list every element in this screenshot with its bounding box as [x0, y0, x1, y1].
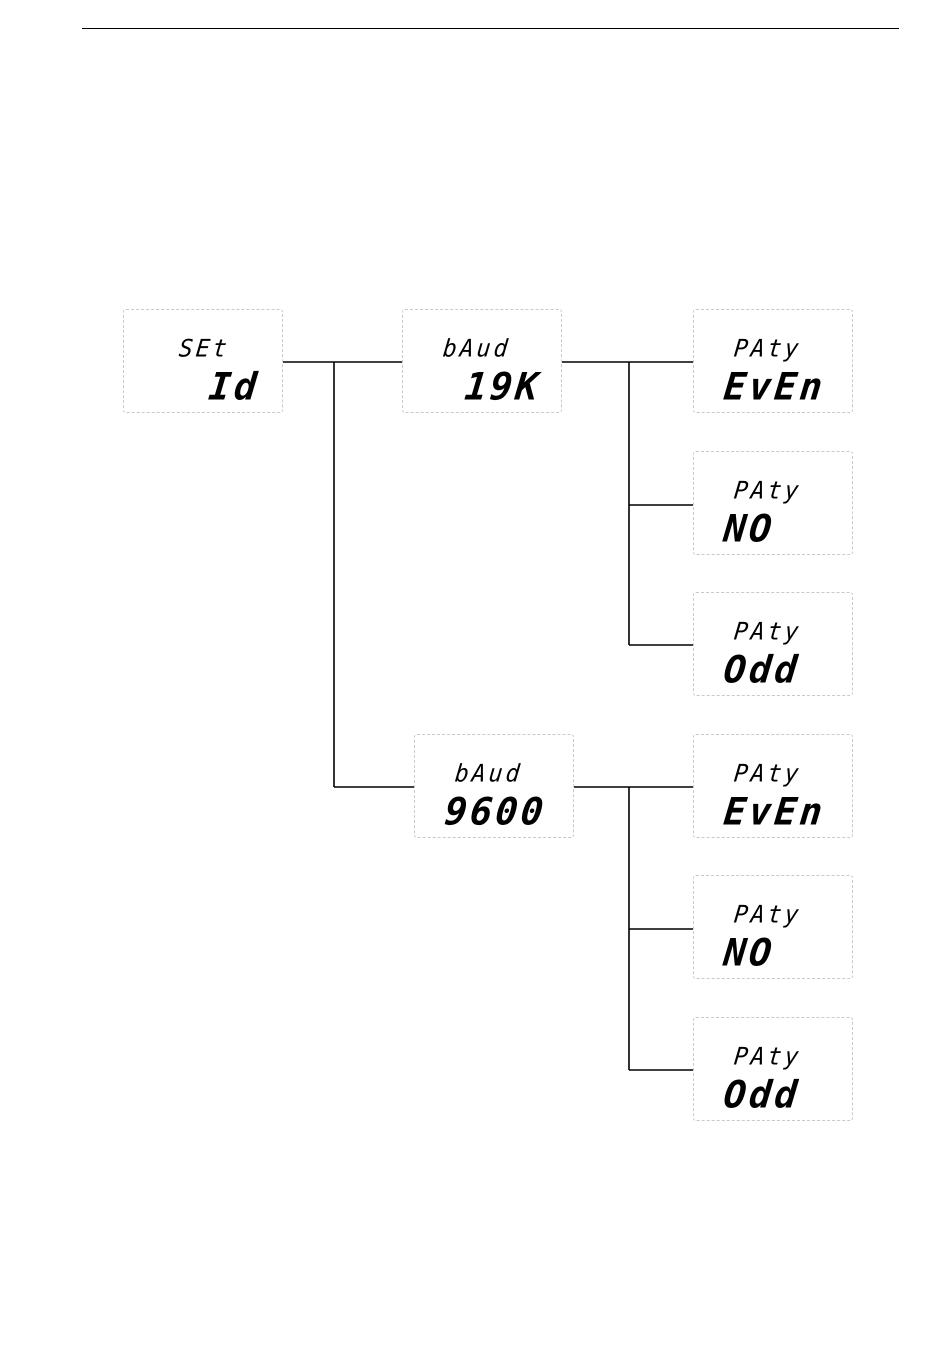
lcd-node-parity-even: PAty EvEn	[693, 309, 853, 413]
lcd-line1: PAty	[733, 479, 803, 503]
lcd-line1: bAud	[442, 337, 512, 361]
lcd-node-parity-even: PAty EvEn	[693, 734, 853, 838]
lcd-line2: Odd	[722, 1076, 802, 1114]
lcd-line2: EvEn	[722, 368, 827, 406]
lcd-line1: bAud	[454, 762, 524, 786]
lcd-line2: 9600	[443, 793, 548, 831]
lcd-line2: EvEn	[722, 793, 827, 831]
lcd-line1: SEt	[178, 337, 231, 361]
lcd-line1: PAty	[733, 903, 803, 927]
lcd-node-set-id: SEt Id	[123, 309, 283, 413]
lcd-line1: PAty	[733, 762, 803, 786]
lcd-line2: Odd	[722, 651, 802, 689]
lcd-line2: Id	[207, 368, 262, 406]
lcd-node-parity-odd: PAty Odd	[693, 1017, 853, 1121]
lcd-node-parity-odd: PAty Odd	[693, 592, 853, 696]
lcd-line2: NO	[722, 510, 777, 548]
lcd-node-baud-19k: bAud 19K	[402, 309, 562, 413]
lcd-node-parity-no: PAty NO	[693, 451, 853, 555]
lcd-line2: 19K	[463, 368, 543, 406]
lcd-line2: NO	[722, 934, 777, 972]
lcd-node-parity-no: PAty NO	[693, 875, 853, 979]
lcd-line1: PAty	[733, 337, 803, 361]
lcd-line1: PAty	[733, 1045, 803, 1069]
lcd-node-baud-9600: bAud 9600	[414, 734, 574, 838]
lcd-line1: PAty	[733, 620, 803, 644]
